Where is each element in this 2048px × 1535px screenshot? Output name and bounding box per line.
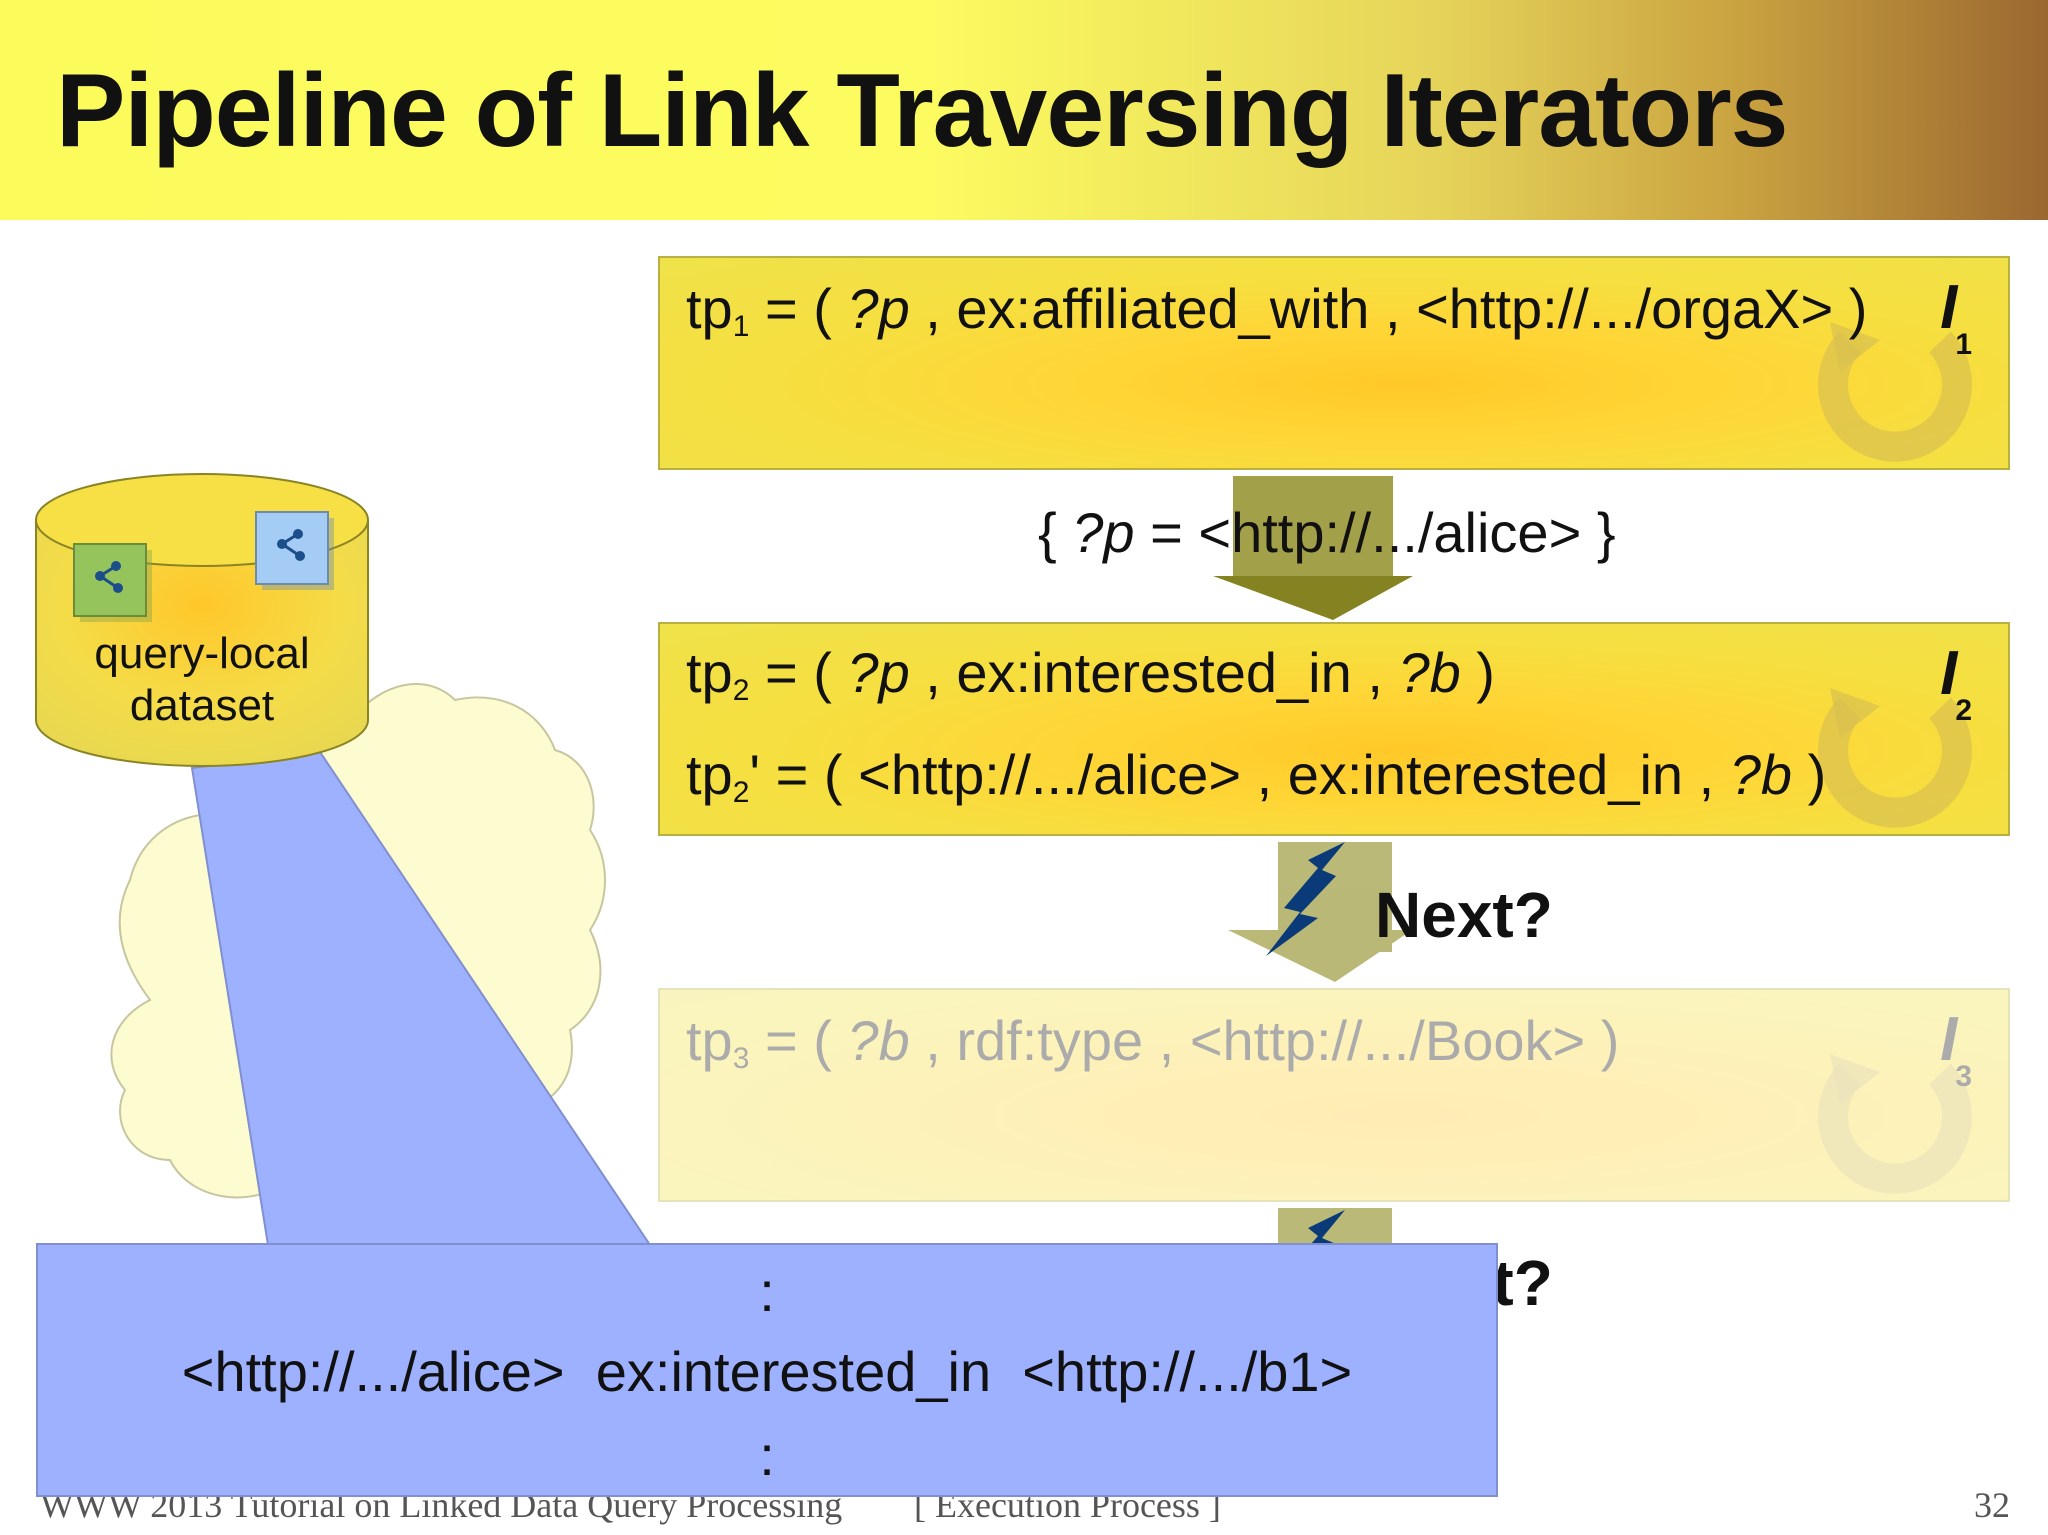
triple-pattern-tp1: tp1 = ( ?p , ex:affiliated_with , <http:… — [686, 277, 1868, 343]
dataset-label: query-local dataset — [94, 629, 310, 730]
cycle-icon — [1818, 322, 1972, 462]
retrieved-triples-callout: : <http://.../alice> ex:interested_in <h… — [36, 1243, 1498, 1497]
iterator-box-1: tp1 = ( ?p , ex:affiliated_with , <http:… — [658, 256, 2010, 470]
lightning-bolt-icon — [1266, 842, 1345, 956]
iterator-box-3: tp3 = ( ?b , rdf:type , <http://.../Book… — [658, 988, 2010, 1202]
cycle-icon — [1818, 1054, 1972, 1194]
iterator-label-2: I2 — [1940, 639, 1972, 727]
page-number: 32 — [1974, 1485, 2010, 1525]
callout-ellipsis-bottom: : — [759, 1424, 775, 1487]
rdf-document-icon — [73, 543, 152, 622]
retrieved-triple: <http://.../alice> ex:interested_in <htt… — [181, 1340, 1353, 1403]
next-request-label: Next? — [1375, 879, 1553, 951]
rdf-document-icon — [255, 511, 334, 590]
iterator-label-1: I1 — [1940, 273, 1972, 361]
callout-ellipsis-top: : — [759, 1260, 775, 1323]
query-local-dataset-cylinder — [35, 473, 369, 767]
iterator-box-2: tp2 = ( ?p , ex:interested_in , ?b ) tp2… — [658, 622, 2010, 836]
slide-title: Pipeline of Link Traversing Iterators — [56, 53, 1789, 169]
flow-arrow-1 — [1213, 476, 1413, 620]
triple-pattern-tp3: tp3 = ( ?b , rdf:type , <http://.../Book… — [686, 1009, 1620, 1075]
triple-pattern-tp2-prime: tp2' = ( <http://.../alice> , ex:interes… — [686, 743, 1827, 809]
triple-pattern-tp2: tp2 = ( ?p , ex:interested_in , ?b ) — [686, 641, 1495, 707]
iterator-label-3: I3 — [1940, 1005, 1972, 1093]
cycle-icon — [1818, 688, 1972, 828]
title-band — [0, 0, 2048, 220]
binding-label: { ?p = <http://.../alice> } — [1038, 501, 1616, 564]
